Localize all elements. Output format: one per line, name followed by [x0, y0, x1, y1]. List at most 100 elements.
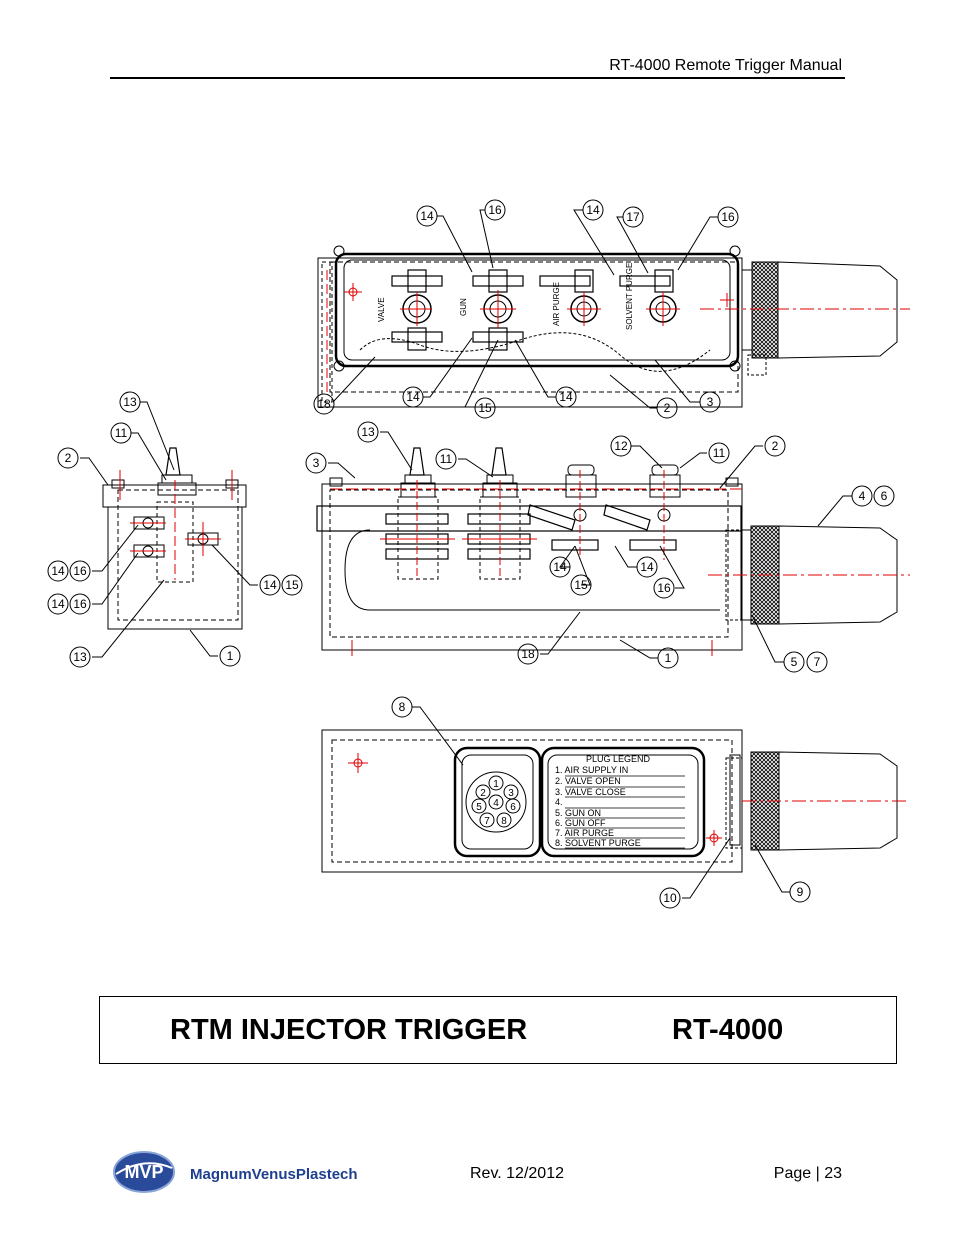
side-view — [102, 447, 247, 630]
balloon: 16 — [69, 560, 91, 582]
balloon: 3 — [699, 391, 721, 413]
svg-text:8: 8 — [501, 816, 507, 827]
plug-legend-item: 7. AIR PURGE — [555, 828, 614, 838]
connector-pin: 3 — [503, 784, 519, 800]
plug-legend-item: 6. GUN OFF — [555, 818, 606, 828]
svg-text:14: 14 — [586, 203, 600, 217]
balloon: 15 — [281, 574, 303, 596]
svg-text:13: 13 — [361, 425, 375, 439]
footer-revision: Rev. 12/2012 — [470, 1165, 564, 1182]
svg-text:15: 15 — [285, 578, 299, 592]
balloon: 7 — [806, 651, 828, 673]
connector-pin: 7 — [479, 812, 495, 828]
svg-text:4: 4 — [859, 489, 866, 503]
svg-text:13: 13 — [123, 395, 137, 409]
balloon: 18 — [313, 393, 335, 415]
svg-text:6: 6 — [510, 802, 516, 813]
balloon: 14 — [259, 574, 281, 596]
plug-legend: PLUG LEGEND 1. AIR SUPPLY IN 2. VALVE OP… — [555, 754, 685, 849]
balloon: 9 — [789, 881, 811, 903]
svg-text:15: 15 — [574, 578, 588, 592]
label-air-purge: AIR PURGE — [552, 282, 561, 326]
plug-legend-item: 4. — [555, 797, 563, 807]
balloon: 13 — [357, 421, 379, 443]
balloon: 11 — [708, 442, 730, 464]
svg-text:16: 16 — [721, 210, 735, 224]
connector-pin: 1 — [488, 775, 504, 791]
balloon: 15 — [570, 574, 592, 596]
front-view-housing — [321, 483, 743, 651]
balloon: 14 — [549, 556, 571, 578]
svg-text:16: 16 — [73, 597, 87, 611]
svg-text:18: 18 — [521, 647, 535, 661]
svg-text:11: 11 — [713, 446, 726, 460]
plug-legend-title: PLUG LEGEND — [586, 754, 651, 764]
balloon: 2 — [57, 447, 79, 469]
svg-text:16: 16 — [657, 581, 671, 595]
svg-text:18: 18 — [317, 397, 331, 411]
footer-page-number: Page | 23 — [773, 1165, 842, 1182]
drawing-name: RTM INJECTOR TRIGGER — [170, 1014, 528, 1046]
svg-text:7: 7 — [814, 655, 821, 669]
svg-text:5: 5 — [791, 655, 798, 669]
connector-pin: 4 — [488, 794, 504, 810]
svg-text:11: 11 — [115, 426, 128, 440]
balloon: 16 — [69, 593, 91, 615]
balloon: 11 — [110, 422, 132, 444]
svg-text:3: 3 — [707, 395, 714, 409]
connector-pin: 2 — [475, 784, 491, 800]
top-view-knurl — [751, 261, 779, 359]
bottom-view-housing — [321, 729, 743, 873]
svg-text:7: 7 — [484, 816, 490, 827]
callout-balloons: 14 16 14 17 16 18 14 15 14 2 3 13 11 2 1… — [47, 199, 895, 909]
connector-pin: 6 — [505, 798, 521, 814]
svg-text:13: 13 — [73, 650, 87, 664]
balloon: 16 — [484, 199, 506, 221]
svg-text:10: 10 — [663, 891, 677, 905]
top-view — [317, 245, 910, 408]
svg-text:2: 2 — [65, 451, 72, 465]
svg-text:16: 16 — [488, 203, 502, 217]
leader-lines — [80, 209, 852, 899]
svg-text:3: 3 — [508, 788, 514, 799]
logo-badge: MVP — [124, 1162, 163, 1182]
balloon: 18 — [517, 643, 539, 665]
balloon: 14 — [555, 386, 577, 408]
svg-text:14: 14 — [263, 578, 277, 592]
balloon: 6 — [873, 485, 895, 507]
balloon: 13 — [119, 391, 141, 413]
front-view — [316, 447, 910, 656]
balloon: 11 — [435, 448, 457, 470]
svg-text:2: 2 — [480, 788, 486, 799]
label-valve: VALVE — [377, 297, 386, 322]
svg-text:14: 14 — [640, 560, 654, 574]
svg-text:14: 14 — [51, 597, 65, 611]
label-solvent-purge: SOLVENT PURGE — [625, 263, 634, 330]
svg-text:14: 14 — [420, 209, 434, 223]
balloon: 4 — [851, 485, 873, 507]
header-rule — [110, 77, 845, 79]
svg-text:2: 2 — [772, 439, 779, 453]
svg-text:17: 17 — [626, 210, 640, 224]
plug-legend-item: 1. AIR SUPPLY IN — [555, 765, 628, 775]
logo-text: MagnumVenusPlastech — [190, 1166, 358, 1183]
svg-text:4: 4 — [493, 798, 499, 809]
plug-legend-panel — [540, 746, 706, 858]
balloon: 15 — [474, 397, 496, 419]
svg-text:6: 6 — [881, 489, 888, 503]
svg-text:16: 16 — [73, 564, 87, 578]
svg-text:5: 5 — [476, 802, 482, 813]
plug-legend-item: 5. GUN ON — [555, 808, 601, 818]
svg-text:3: 3 — [313, 456, 320, 470]
balloon: 10 — [659, 887, 681, 909]
svg-text:14: 14 — [553, 560, 567, 574]
balloon: 8 — [391, 696, 413, 718]
plug-legend-item: 2. VALVE OPEN — [555, 776, 621, 786]
svg-text:8: 8 — [399, 700, 406, 714]
header-title: RT-4000 Remote Trigger Manual — [609, 57, 842, 74]
balloon: 3 — [305, 452, 327, 474]
balloon: 2 — [656, 397, 678, 419]
balloon: 14 — [416, 205, 438, 227]
